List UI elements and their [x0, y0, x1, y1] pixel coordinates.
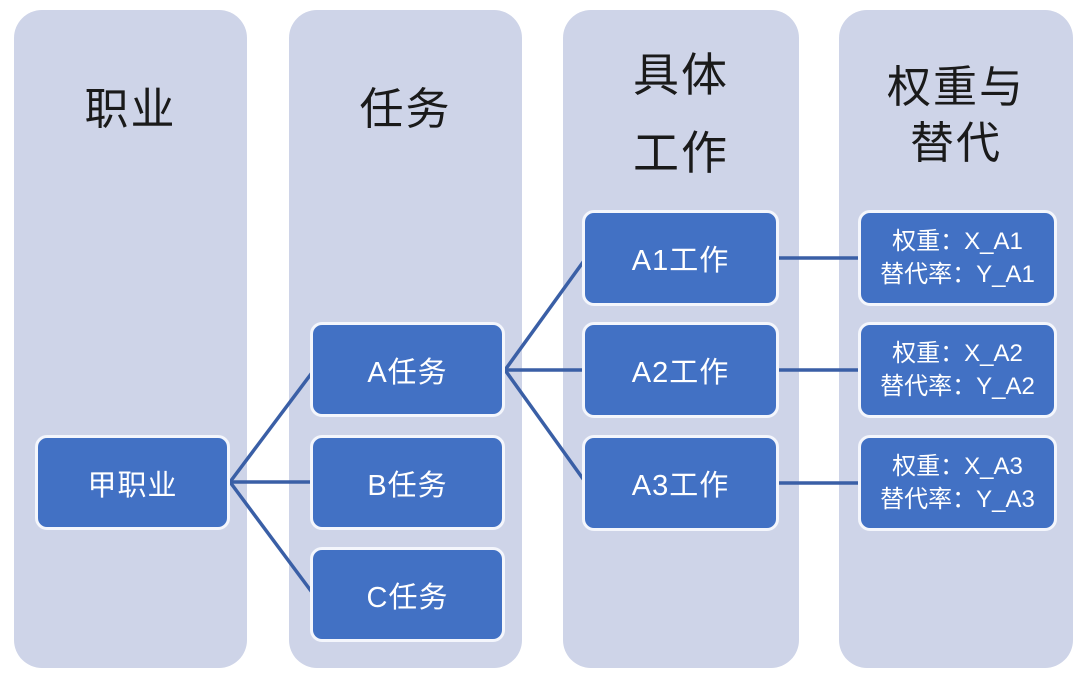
node-work-a3-label: A3工作 — [631, 470, 730, 502]
node-weight-a1-text: 权重：X_A1 替代率：Y_A1 — [880, 225, 1035, 291]
node-work-a3: A3工作 — [582, 435, 779, 531]
substitution-a1-line: 替代率：Y_A1 — [880, 261, 1035, 288]
column-header-tasks: 任务 — [359, 85, 452, 134]
node-work-a1: A1工作 — [582, 210, 779, 306]
node-work-a1-label: A1工作 — [631, 245, 730, 277]
node-task-c: C任务 — [310, 547, 505, 642]
node-task-a: A任务 — [310, 322, 505, 417]
node-work-a2-label: A2工作 — [631, 357, 730, 389]
weight-a1-line: 权重：X_A1 — [892, 228, 1023, 255]
substitution-a2-line: 替代率：Y_A2 — [880, 373, 1035, 400]
column-header-specific-work: 具体 工作 — [633, 49, 729, 179]
node-task-a-label: A任务 — [367, 356, 448, 389]
column-header-weight-substitution: 权重与 替代 — [887, 63, 1025, 168]
node-occupation-jia: 甲职业 — [35, 435, 230, 530]
node-task-b-label: B任务 — [367, 469, 448, 502]
node-weight-a2: 权重：X_A2 替代率：Y_A2 — [858, 322, 1057, 418]
node-work-a2: A2工作 — [582, 322, 779, 418]
node-weight-a2-text: 权重：X_A2 替代率：Y_A2 — [880, 337, 1035, 403]
node-weight-a3-text: 权重：X_A3 替代率：Y_A3 — [880, 450, 1035, 516]
column-header-occupation: 职业 — [84, 85, 177, 134]
column-occupation: 职业 — [14, 10, 247, 668]
node-task-b: B任务 — [310, 435, 505, 530]
node-occupation-jia-label: 甲职业 — [87, 469, 178, 502]
weight-a2-line: 权重：X_A2 — [892, 340, 1023, 367]
substitution-a3-line: 替代率：Y_A3 — [880, 486, 1035, 513]
node-weight-a3: 权重：X_A3 替代率：Y_A3 — [858, 435, 1057, 531]
node-weight-a1: 权重：X_A1 替代率：Y_A1 — [858, 210, 1057, 306]
weight-a3-line: 权重：X_A3 — [892, 453, 1023, 480]
node-task-c-label: C任务 — [366, 581, 449, 614]
